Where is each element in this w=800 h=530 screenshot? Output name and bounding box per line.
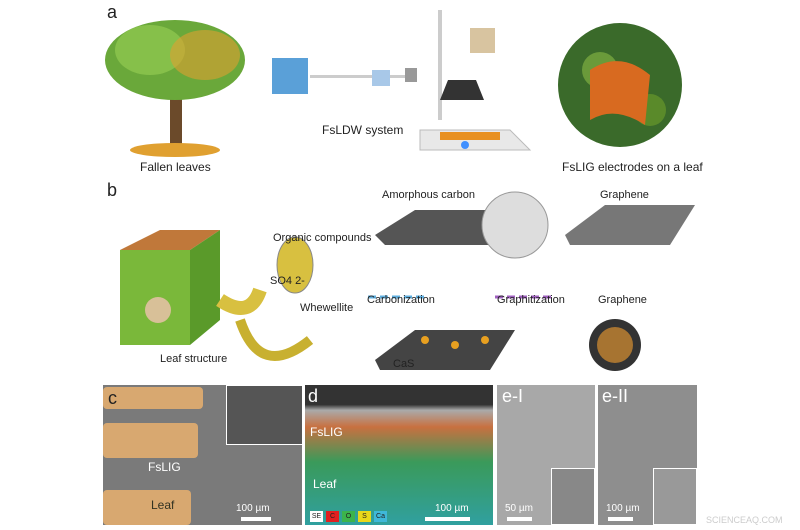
organic-compounds-label: Organic compounds <box>273 232 372 244</box>
carbonization-label: Carbonization <box>367 294 435 306</box>
leaf-structure-label: Leaf structure <box>160 353 228 365</box>
cas-label: CaS <box>393 358 415 370</box>
scale-text: 100 µm <box>606 503 640 514</box>
graphene-sheet <box>565 205 695 245</box>
fslig-label: FsLIG <box>310 425 343 439</box>
amorphous-carbon-sheet <box>375 210 515 245</box>
panel-label-e1: e-I <box>502 386 524 406</box>
amorphous-carbon-label: Amorphous carbon <box>382 189 475 201</box>
panel-c-sem-image: c FsLIG Leaf 100 µm <box>103 385 302 525</box>
panel-e2-sem-image: e-II 100 µm <box>598 385 697 525</box>
legend-item-o: O <box>342 511 355 522</box>
graphene-label-bottom: Graphene <box>598 294 647 306</box>
scale-bar <box>507 517 532 521</box>
panel-label-a: a <box>107 2 118 22</box>
panel-label-e2: e-II <box>602 386 629 406</box>
watermark: SCIENCEAQ.COM <box>706 515 783 525</box>
leaf-label: Leaf <box>151 498 175 512</box>
scale-bar <box>241 517 271 521</box>
leaf-label: Leaf <box>313 477 337 491</box>
panel-label-b: b <box>107 180 118 200</box>
legend-item-ca: Ca <box>374 511 387 522</box>
scale-text: 100 µm <box>236 503 270 514</box>
amorphous-carbon-zoom <box>481 191 549 259</box>
panel-label-d: d <box>308 386 319 406</box>
scale-bar <box>608 517 633 521</box>
legend-item-se: SE <box>310 511 323 522</box>
graphene-label-top: Graphene <box>600 189 649 201</box>
graphitization-label: Graphitization <box>497 294 565 306</box>
laser-system-illustration <box>272 10 532 151</box>
panel-e1-sem-image: e-I 50 µm <box>497 385 595 525</box>
tree-illustration <box>105 20 245 157</box>
scale-bar <box>425 517 470 521</box>
leaf-electrode-photo <box>558 23 682 147</box>
legend-item-s: S <box>358 511 371 522</box>
scale-text: 100 µm <box>435 503 469 514</box>
whewellite-label: Whewellite <box>300 302 354 314</box>
leaf-structure-illustration <box>120 230 314 361</box>
fallen-leaves-label: Fallen leaves <box>140 160 211 174</box>
fslig-electrodes-label: FsLIG electrodes on a leaf <box>562 160 703 174</box>
fslig-label: FsLIG <box>148 460 181 474</box>
sulfate-label: SO4 2- <box>270 275 305 287</box>
panel-label-c: c <box>108 388 117 408</box>
cas-sheet <box>375 330 515 370</box>
fsldw-system-label: FsLDW system <box>322 123 404 137</box>
scale-text: 50 µm <box>505 503 533 514</box>
legend-item-c: C <box>326 511 339 522</box>
